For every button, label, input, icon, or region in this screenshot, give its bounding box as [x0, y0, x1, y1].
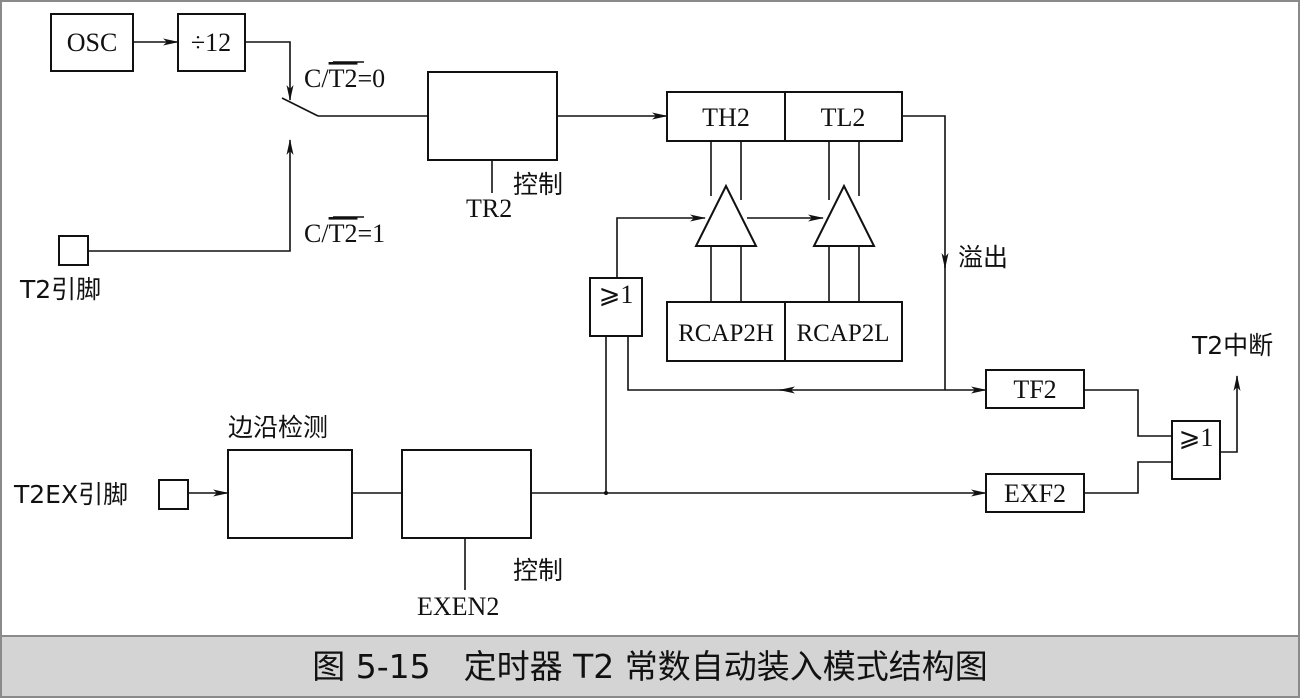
- rcap2h-label: RCAP2H: [678, 320, 774, 347]
- or-gate-2-label: ⩾1: [1179, 423, 1214, 452]
- t2-interrupt-label: T2中断: [1191, 331, 1273, 360]
- control-box-2: 控制 EXEN2: [401, 449, 563, 621]
- control-box-1: 控制 TR2: [427, 71, 563, 223]
- tl2-register: TL2: [784, 91, 903, 142]
- t2ex-pin-label: T2EX引脚: [13, 480, 128, 509]
- overflow-label: 溢出: [958, 243, 1008, 272]
- t2-pin-label: T2引脚: [19, 275, 101, 304]
- control-1-label: 控制: [513, 170, 563, 199]
- exf2-flag: EXF2: [985, 473, 1085, 513]
- t2ex-pin: T2EX引脚: [13, 479, 189, 510]
- figure-caption: 图 5-15 定时器 T2 常数自动装入模式结构图: [312, 647, 988, 686]
- or-gate-2: ⩾1: [1171, 420, 1221, 480]
- th2-register: TH2: [666, 91, 786, 142]
- tf2-flag: TF2: [985, 369, 1085, 409]
- divide-by-12-label: ÷12: [191, 28, 231, 57]
- or-gate-1: ⩾1: [589, 277, 643, 337]
- t2-pin: T2引脚: [19, 235, 101, 304]
- c-t2-0-label: C/T2=0: [304, 61, 385, 93]
- osc-block: OSC: [50, 13, 134, 72]
- or-gate-1-label: ⩾1: [599, 280, 634, 309]
- exf2-label: EXF2: [1004, 479, 1066, 508]
- edge-detect-block: [227, 449, 353, 539]
- divide-by-12-block: ÷12: [177, 13, 246, 72]
- tl2-label: TL2: [821, 103, 866, 132]
- c-t2-1-prefix: C/: [304, 219, 329, 248]
- caption-band: [0, 635, 1300, 698]
- c-t2-1-suffix: =1: [357, 219, 385, 248]
- control-2-label: 控制: [513, 556, 563, 585]
- rcap2l-register: RCAP2L: [784, 301, 903, 362]
- c-t2-0-prefix: C/: [304, 64, 329, 93]
- c-t2-0-bar: T2: [329, 64, 358, 93]
- tr2-label: TR2: [466, 194, 512, 223]
- edge-detect-label: 边沿检测: [228, 413, 328, 442]
- osc-label: OSC: [67, 28, 118, 57]
- c-t2-1-label: C/T2=1: [304, 216, 385, 248]
- c-t2-1-bar: T2: [329, 219, 358, 248]
- svg-text:C/T2=1: C/T2=1: [304, 219, 385, 248]
- reload-buffer-high: [694, 183, 758, 247]
- exen2-label: EXEN2: [417, 592, 499, 621]
- th2-label: TH2: [702, 103, 750, 132]
- rcap2h-register: RCAP2H: [666, 301, 786, 362]
- rcap2l-label: RCAP2L: [796, 320, 889, 347]
- tf2-label: TF2: [1013, 375, 1056, 404]
- c-t2-0-suffix: =0: [357, 64, 385, 93]
- reload-buffer-low: [812, 183, 876, 247]
- svg-text:C/T2=0: C/T2=0: [304, 64, 385, 93]
